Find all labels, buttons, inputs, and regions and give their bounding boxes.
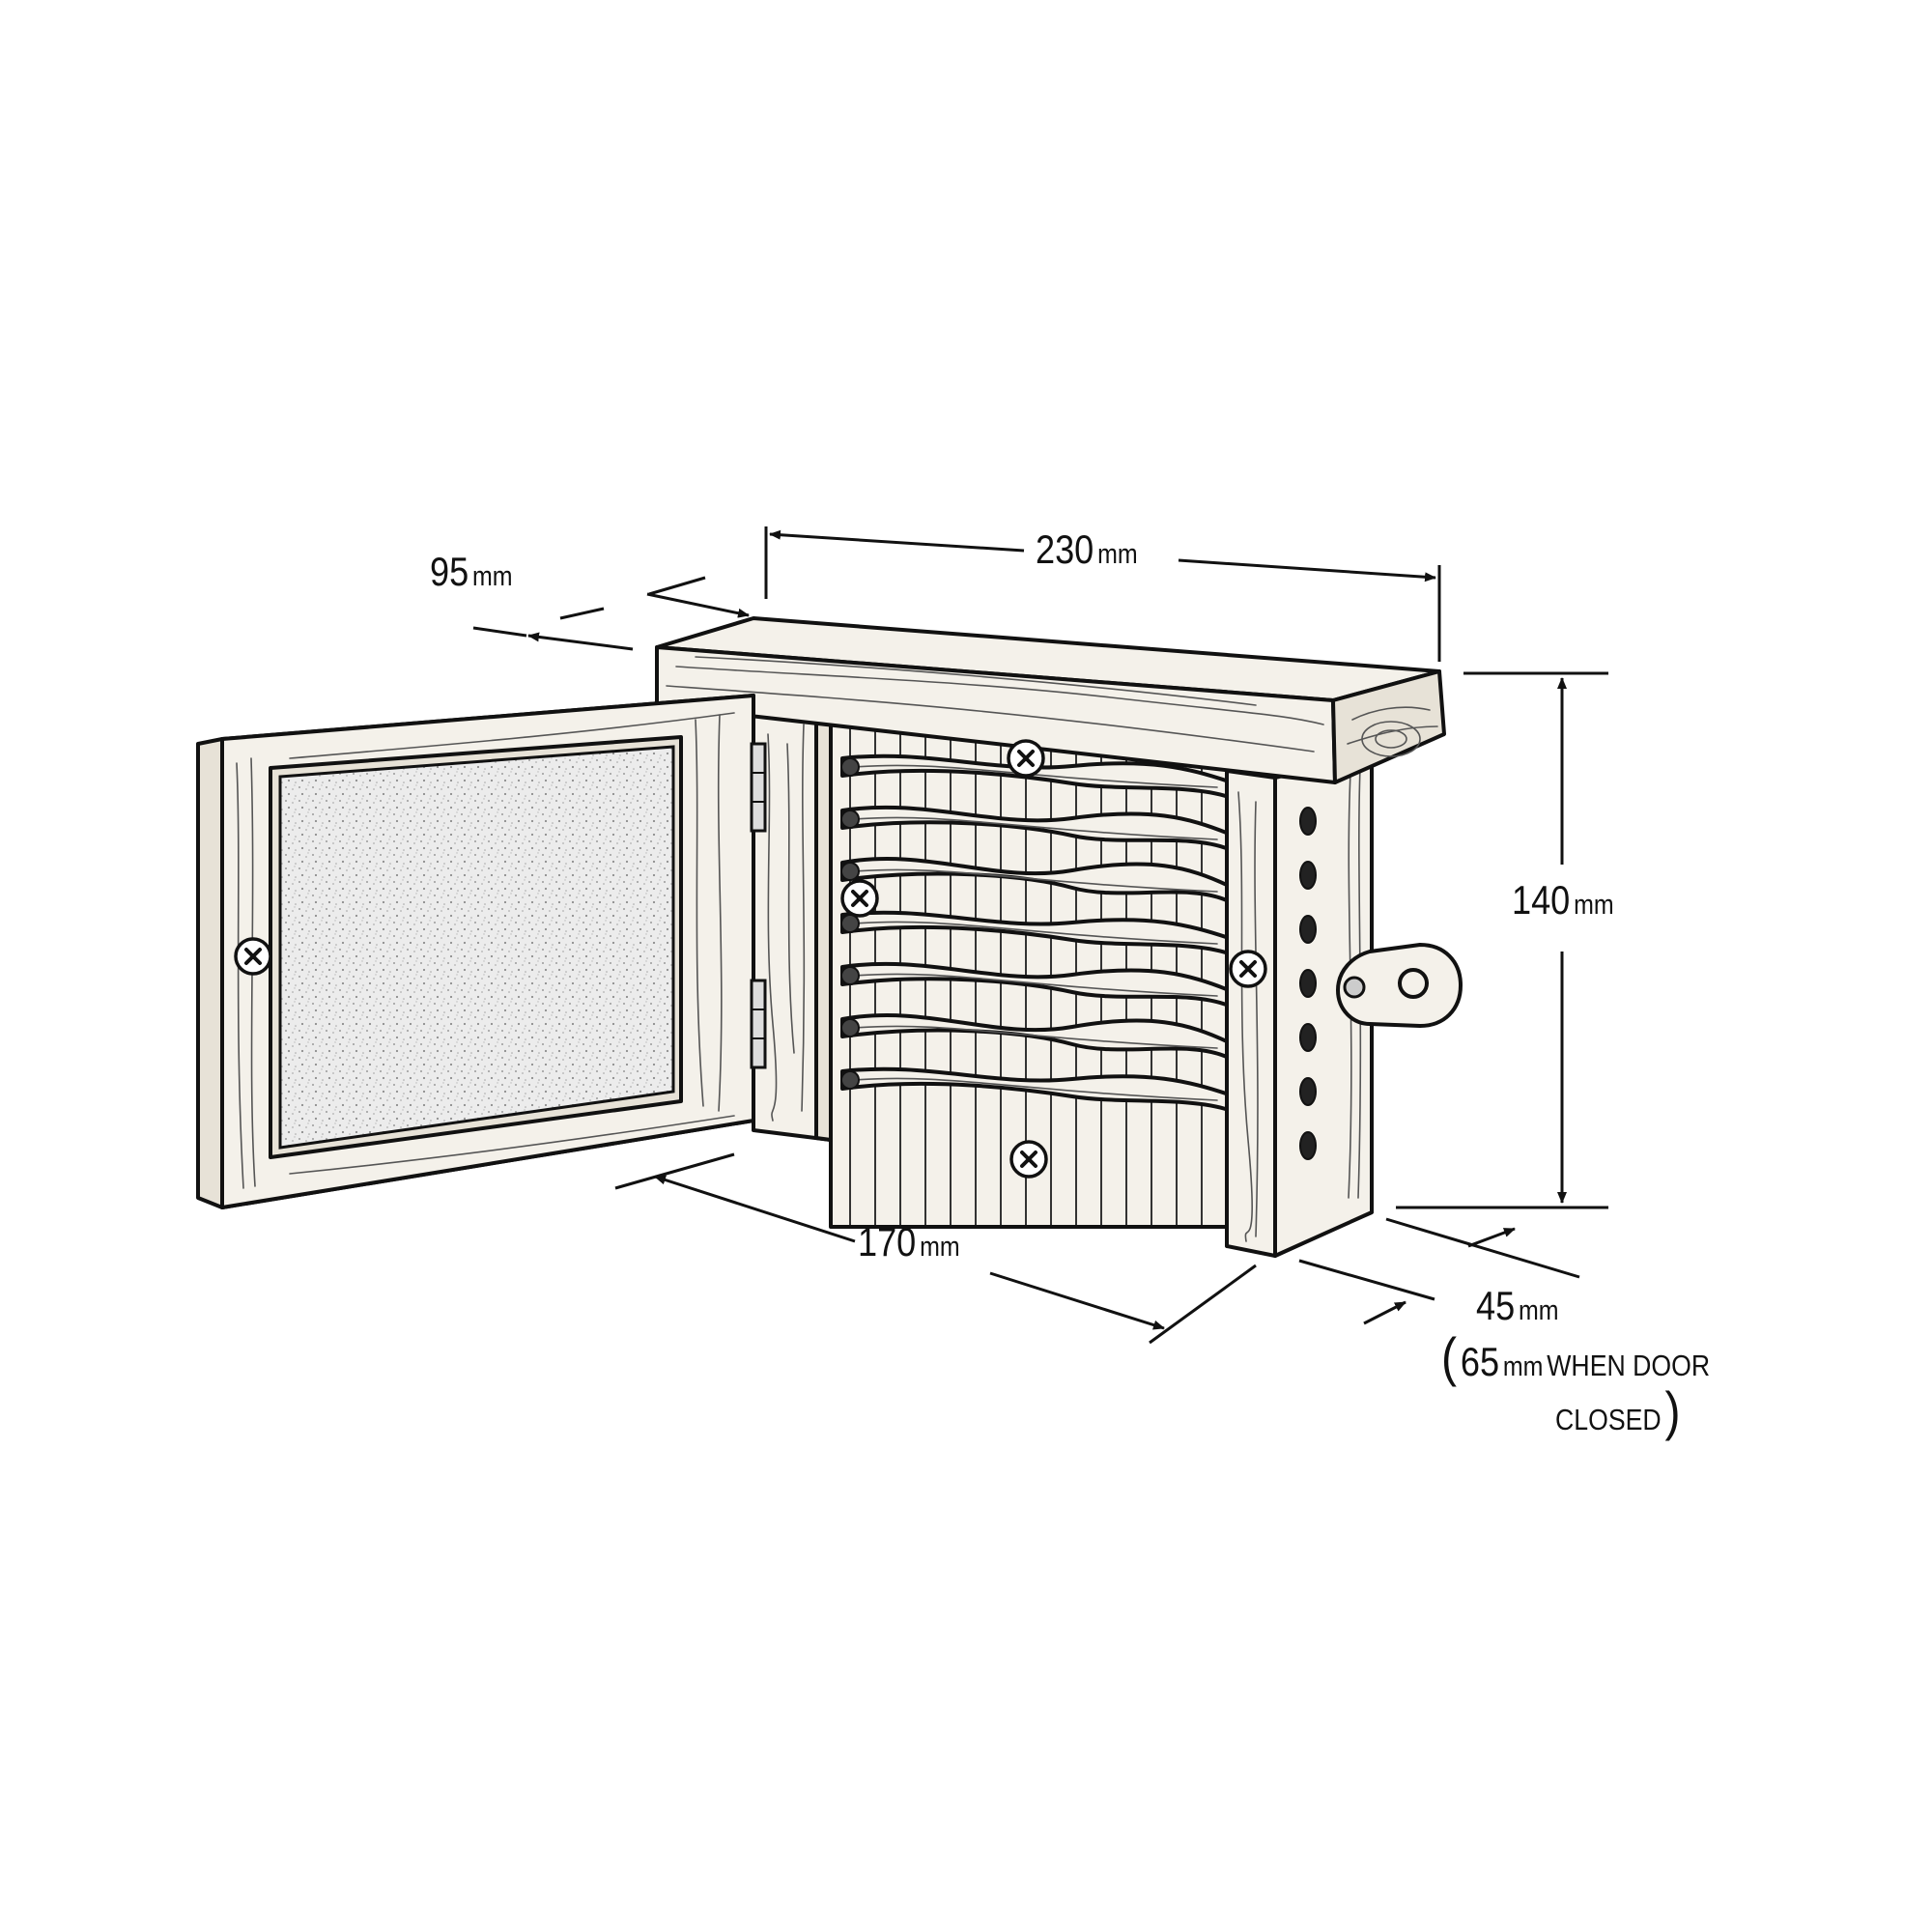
dim-value: 95 <box>430 549 469 594</box>
dim-label-depth-top: 95 mm <box>430 549 513 595</box>
dim-line-inner <box>989 1271 1165 1330</box>
dim-value: 65 <box>1460 1339 1500 1384</box>
dim-unit: mm <box>1574 890 1614 921</box>
dim-line-depth <box>527 632 634 651</box>
rail-end <box>840 914 860 933</box>
wall-bracket-icon <box>1336 943 1463 1028</box>
rail-end <box>840 1070 860 1090</box>
screw-icon <box>1009 1140 1048 1179</box>
rail-grain <box>854 816 1218 840</box>
dim-label-height: 140 mm <box>1512 877 1614 923</box>
dim-unit: mm <box>1502 1351 1544 1382</box>
dim-unit: mm <box>1097 539 1138 570</box>
rail-grain <box>854 868 1218 893</box>
rail-end <box>840 810 860 829</box>
door <box>196 694 755 1209</box>
hook-rails <box>840 753 1231 1112</box>
dim-line-depth <box>472 626 527 638</box>
closed-note-line2: CLOSED <box>1555 1403 1662 1436</box>
dim-value: 170 <box>858 1219 917 1264</box>
rail-grain <box>854 1025 1218 1049</box>
side-hole <box>1299 1023 1317 1052</box>
dim-line-depth <box>646 592 750 618</box>
dim-unit: mm <box>920 1232 960 1263</box>
dim-tick <box>648 576 706 596</box>
dim-label-width: 230 mm <box>1036 526 1138 573</box>
dim-unit: mm <box>1519 1295 1559 1326</box>
dim-note-closed-line2: CLOSED ) <box>1555 1379 1681 1442</box>
dim-value: 45 <box>1476 1283 1516 1328</box>
dim-tick <box>559 607 605 620</box>
dim-line-inner <box>654 1175 856 1243</box>
dim-line-width <box>1178 558 1436 582</box>
top-board <box>655 616 1446 784</box>
dim-label-depth-open: 45 mm <box>1476 1283 1559 1329</box>
rail-grain <box>854 973 1218 997</box>
rail-grain <box>854 764 1218 788</box>
side-hole <box>1299 807 1317 836</box>
dim-label-inner-width: 170 mm <box>858 1219 960 1265</box>
extension-line <box>1385 1217 1580 1279</box>
rail-end <box>840 862 860 881</box>
dim-note-closed: ( 65 mm WHEN DOOR <box>1441 1325 1710 1388</box>
dim-unit: mm <box>472 561 513 592</box>
dimension-lines <box>472 526 1608 1345</box>
screw-icon <box>1007 739 1045 778</box>
screw-icon <box>840 879 879 918</box>
closed-note-line1: WHEN DOOR <box>1547 1349 1711 1382</box>
screw-icon <box>1229 950 1267 988</box>
right-side-post <box>1225 752 1374 1258</box>
rail-end <box>840 1018 860 1037</box>
extension-line <box>614 1152 735 1190</box>
rail-end <box>840 757 860 777</box>
side-hole <box>1299 915 1317 944</box>
side-hole <box>1299 861 1317 890</box>
dim-value: 140 <box>1512 877 1571 923</box>
rail-end <box>840 966 860 985</box>
hinge-icon <box>750 742 767 833</box>
side-holes <box>1299 807 1317 1160</box>
paren-open: ( <box>1441 1326 1458 1387</box>
side-hole <box>1299 969 1317 998</box>
dim-line-depth-open <box>1363 1300 1406 1325</box>
dim-line-width <box>769 529 1025 553</box>
screw-icon <box>234 937 272 976</box>
extension-line <box>1298 1259 1435 1301</box>
rail-grain <box>854 921 1218 945</box>
side-hole <box>1299 1131 1317 1160</box>
extension-line <box>1149 1264 1257 1345</box>
dim-value: 230 <box>1036 526 1094 572</box>
dim-line-depth-open <box>1467 1227 1516 1248</box>
rail-grain <box>854 1077 1218 1101</box>
screws <box>234 739 1267 1179</box>
hinge-icon <box>750 979 767 1069</box>
paren-close: ) <box>1664 1380 1681 1441</box>
side-hole <box>1299 1077 1317 1106</box>
